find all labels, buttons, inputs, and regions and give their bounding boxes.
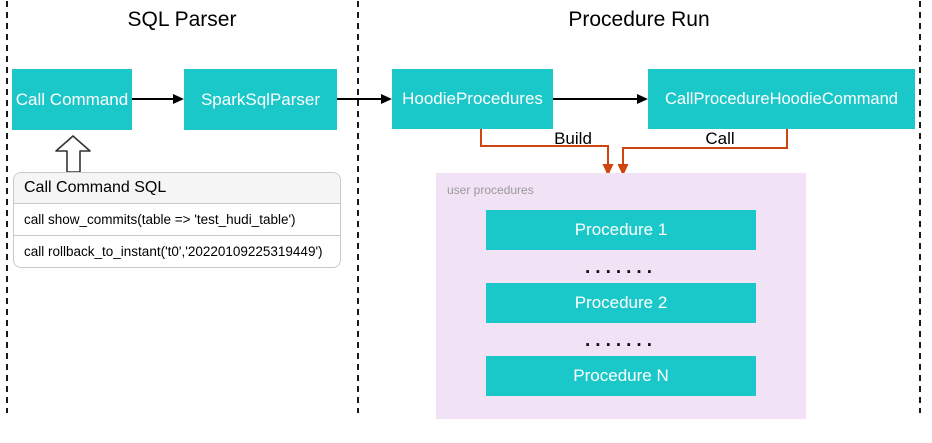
node-procedure-n: Procedure N: [486, 356, 756, 396]
section-title-procedure-run: Procedure Run: [568, 8, 710, 31]
section-title-sql-parser: SQL Parser: [127, 8, 237, 31]
arrow-hoodieprocedures-to-callprocedurehoodiecommand: [553, 94, 648, 104]
user-procedures-label: user procedures: [447, 183, 534, 197]
node-procedure-2: Procedure 2: [486, 283, 756, 323]
node-procedure-1: Procedure 1: [486, 210, 756, 250]
hollow-up-arrow-icon: [55, 135, 91, 173]
sql-example-show-commits: call show_commits(table => 'test_hudi_ta…: [24, 212, 296, 227]
user-procedures-container: user procedures Procedure 1 ....... Proc…: [436, 173, 806, 419]
node-callprocedurehoodiecommand: CallProcedureHoodieCommand: [648, 69, 915, 129]
node-sparksqlparser: SparkSqlParser: [184, 69, 337, 130]
node-call-command: Call Command: [12, 69, 132, 130]
call-command-sql-header: Call Command SQL: [14, 173, 340, 204]
call-command-sql-box: Call Command SQL call show_commits(table…: [13, 172, 341, 268]
arrow-sparksqlparser-to-hoodieprocedures: [337, 94, 392, 104]
ellipsis-dots: .......: [585, 330, 657, 351]
node-hoodieprocedures: HoodieProcedures: [392, 69, 553, 129]
edge-label-build: Build: [554, 129, 592, 148]
sql-example-rollback-to-instant: call rollback_to_instant('t0','202201092…: [14, 235, 340, 267]
ellipsis-dots: .......: [585, 257, 657, 278]
edge-label-call: Call: [705, 129, 735, 148]
arrow-callcommand-to-sparksqlparser: [132, 94, 184, 104]
